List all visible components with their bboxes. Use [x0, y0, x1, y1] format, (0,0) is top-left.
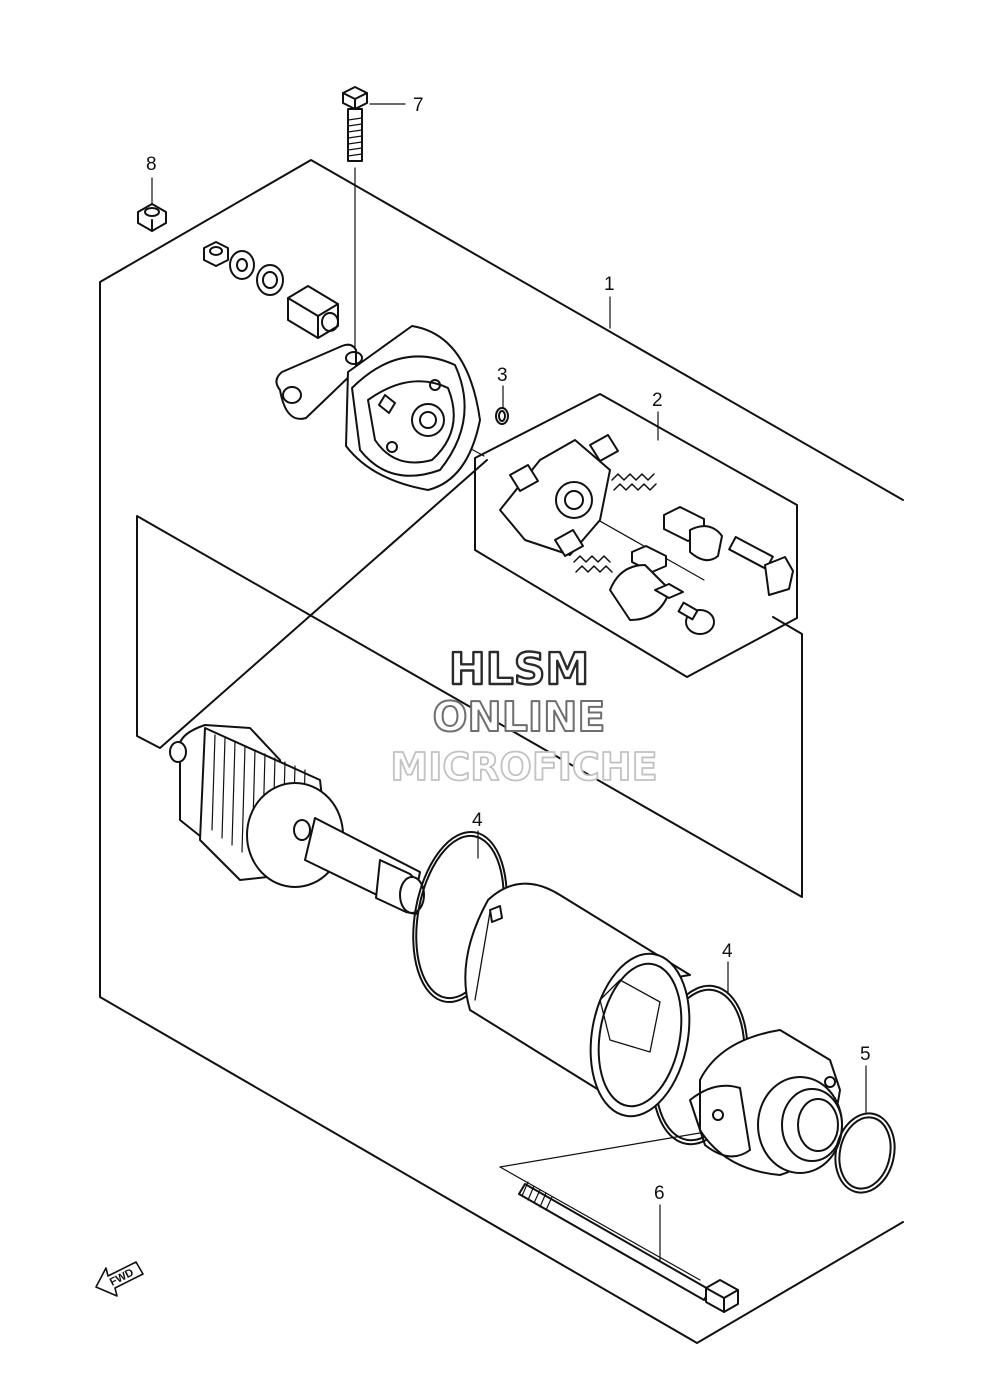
part-5-o-ring[interactable]	[828, 1108, 901, 1198]
callout-2: 2	[652, 390, 663, 411]
terminal-nut[interactable]	[203, 241, 229, 267]
watermark-line-1: HLSM	[449, 644, 589, 695]
armature-group-frame	[136, 459, 803, 898]
yoke-housing[interactable]	[464, 882, 701, 1124]
armature[interactable]	[169, 724, 425, 915]
assembly-outline-frame	[99, 159, 904, 1344]
callout-3: 3	[497, 365, 508, 386]
watermark-line-2: ONLINE	[433, 693, 606, 741]
watermark: HLSM ONLINE MICROFICHE	[390, 643, 659, 790]
fwd-arrow-icon: FWD	[95, 1261, 144, 1297]
part-6-through-bolt[interactable]	[518, 1181, 739, 1313]
callout-leaders	[151, 103, 867, 1261]
brush-upper	[663, 506, 723, 562]
brush-plate	[499, 434, 619, 557]
callout-4-rear: 4	[722, 941, 733, 962]
front-end-housing[interactable]	[689, 1029, 843, 1176]
brush-spring-lower	[573, 555, 613, 573]
watermark-line-3: MICROFICHE	[390, 745, 657, 789]
callout-labels: 7 8 1 3 2 4 4 5 6	[146, 95, 871, 1204]
rear-end-housing[interactable]	[275, 325, 481, 491]
part-2-brush-holder-set[interactable]	[499, 434, 794, 635]
callout-1: 1	[604, 274, 615, 295]
brush-holder-group-frame	[474, 393, 798, 678]
brush-screw	[677, 601, 715, 635]
callout-6: 6	[654, 1183, 665, 1204]
part-7-bolt[interactable]	[342, 86, 368, 162]
part-8-nut[interactable]	[137, 203, 167, 232]
terminal-insulator[interactable]	[256, 264, 284, 296]
terminal-insulator-block[interactable]	[287, 285, 339, 339]
callout-5: 5	[860, 1044, 871, 1065]
terminal-bolt	[728, 535, 794, 596]
callout-4-front: 4	[472, 810, 483, 831]
brush-lower	[609, 545, 671, 621]
callout-8: 8	[146, 154, 157, 175]
callout-7: 7	[413, 95, 424, 116]
part-3-o-ring[interactable]	[495, 407, 509, 425]
terminal-washer[interactable]	[229, 250, 255, 280]
brush-spring-upper	[611, 473, 657, 491]
